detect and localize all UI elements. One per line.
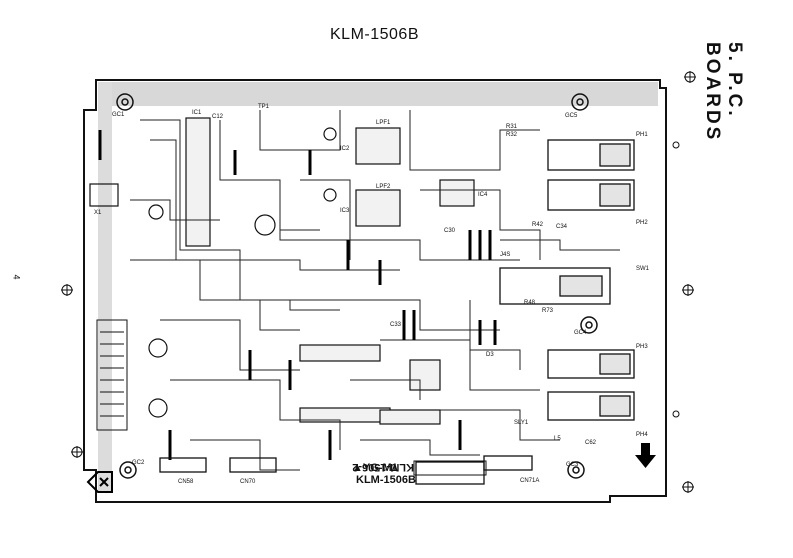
copper-traces [130,110,620,471]
board-outline [83,79,667,503]
label-ic2: IC2 [340,146,350,152]
label-r31: R31 [506,124,518,130]
phone-jacks [499,139,635,421]
arrow-down-icon [635,443,656,468]
label-gc4: GC4 [574,330,587,336]
label-ph3: PH3 [636,344,648,350]
label-ph4: PH4 [636,432,648,438]
label-gc1: GC1 [112,112,125,118]
label-ph1: PH1 [636,132,648,138]
label-c30: C30 [444,228,456,234]
label-r32: R32 [506,132,518,138]
label-gc2: GC2 [132,460,145,466]
capacitors [148,127,337,418]
label-x1: X1 [94,210,102,216]
bottom-connectors [159,455,533,485]
label-gc3: GC3 [566,462,579,468]
label-cn71a: CN71A [520,478,539,484]
arrow-left-icon [86,471,113,493]
label-c33: C33 [390,322,402,328]
label-gc5: GC5 [565,113,578,119]
label-cn70: CN70 [240,479,256,485]
label-ic1: IC1 [192,110,202,116]
crystal-x1 [89,183,119,207]
label-c62: C62 [585,440,597,446]
label-d3: D3 [486,352,494,358]
label-lpf1: LPF1 [376,120,391,126]
board-markings: ▲YG-M1 KLM-1506B KLM-1506-2 [352,460,487,486]
ic-packages [185,117,475,425]
label-sw1: SW1 [636,266,650,272]
ground-band-top [98,82,658,106]
component-labels: GC1 GC2 GC3 GC4 GC5 PH1 PH2 PH3 PH4 SW1 … [94,104,650,485]
section-title: 5. P.C. BOARDS [702,42,745,143]
marking-mirrored: KLM-1506-2 [352,461,414,473]
label-c34: C34 [556,224,568,230]
label-r48: R48 [524,300,536,306]
label-ic4: IC4 [478,192,488,198]
label-cn58: CN58 [178,479,194,485]
left-connector [96,319,128,431]
registration-marks [61,71,696,493]
label-ph2: PH2 [636,220,648,226]
label-r42: R42 [532,222,544,228]
label-c12: C12 [212,114,224,120]
marking-ym1: ▲YG-M1 [352,462,398,474]
label-tp1: TP1 [258,104,270,110]
label-ic3: IC3 [340,208,350,214]
label-r73: R73 [542,308,554,314]
label-lpf2: LPF2 [376,184,391,190]
jumper-wires [98,130,497,460]
label-jh: J4S [500,252,510,258]
mounting-holes [116,93,598,479]
label-l5: L5 [554,436,561,442]
label-sly1: SLY1 [514,420,529,426]
marking-klm: KLM-1506B [356,474,416,486]
document-title: KLM-1506B [330,26,419,43]
